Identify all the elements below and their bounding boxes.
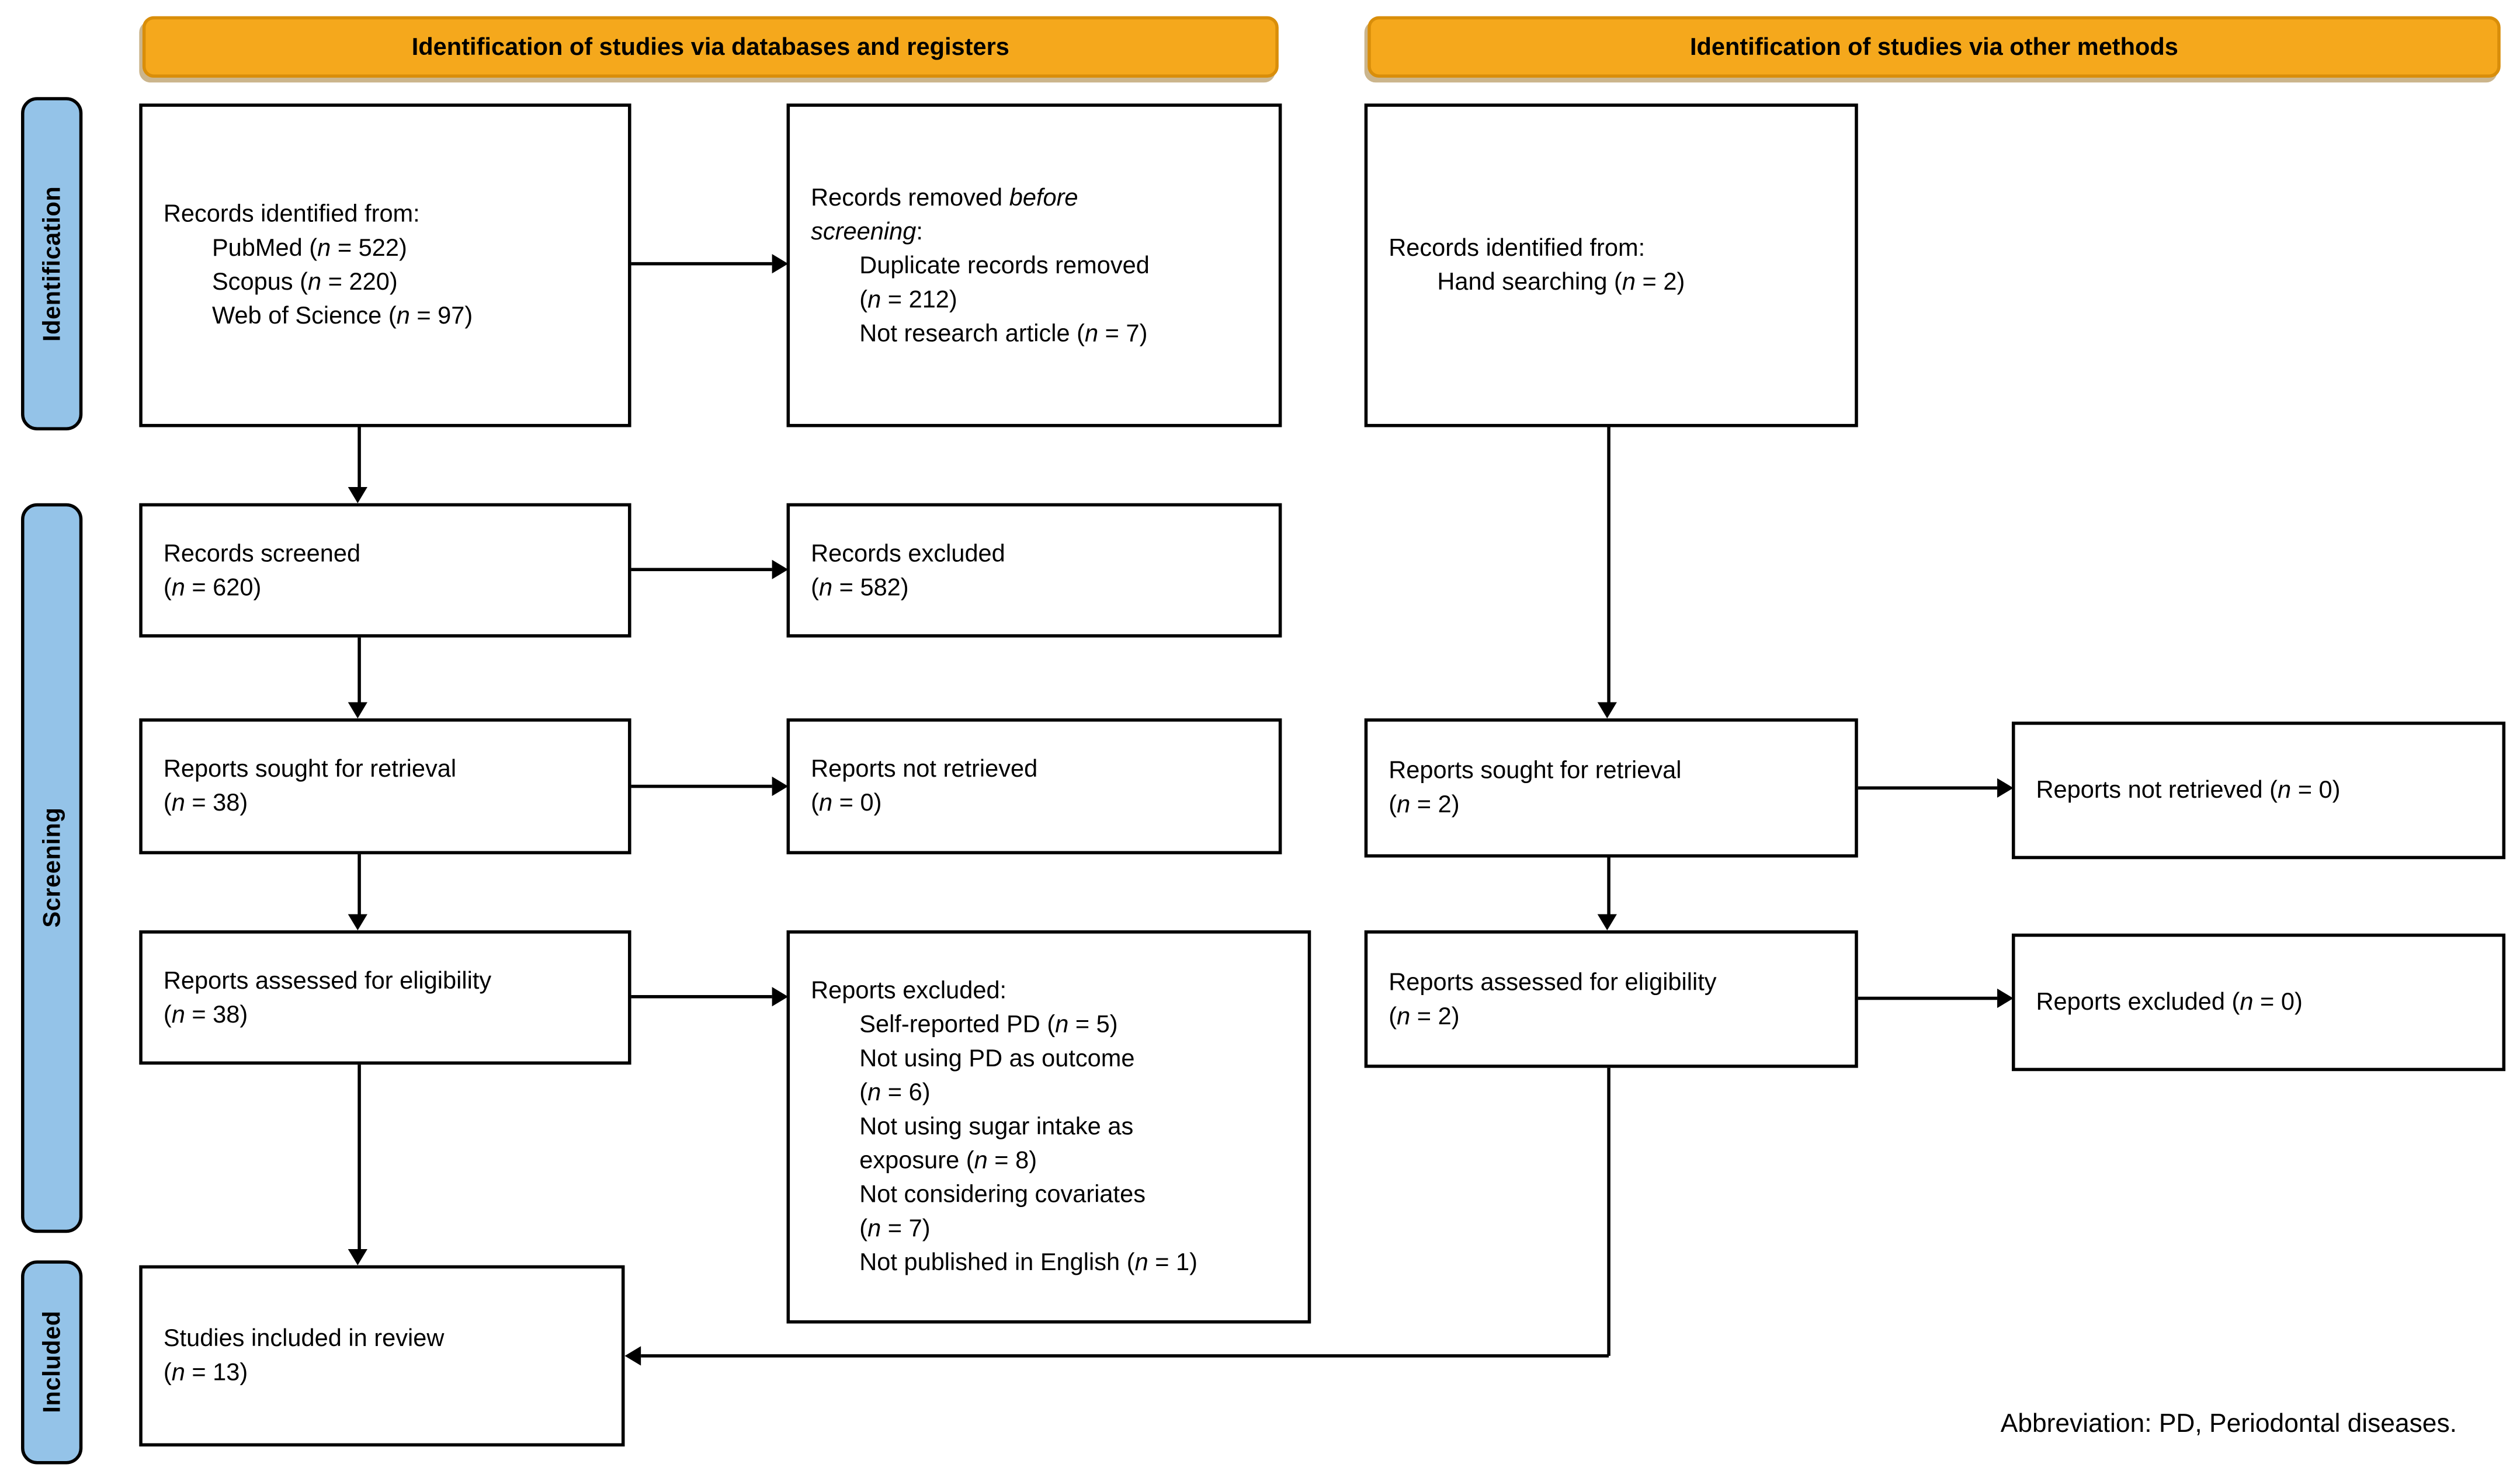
box-text-line: Records removed before [811, 183, 1078, 211]
box-reports-excluded-other: Reports excluded (n = 0) [2011, 933, 2506, 1072]
box-records-excluded: Records excluded (n = 582) [786, 503, 1282, 638]
box-reports-excluded-reasons: Reports excluded: Self-reported PD (n = 5… [786, 930, 1311, 1324]
box-records-removed-before-screening: Records removed before screening: Duplicat… [786, 103, 1282, 427]
box-text-line: Reports not retrieved (n = 0) [2036, 776, 2341, 805]
box-text-line: Not using PD as outcome [859, 1045, 1135, 1073]
arrowhead-down-icon [1597, 914, 1617, 931]
arrowhead-right-icon [772, 253, 789, 274]
arrowhead-down-icon [1597, 702, 1617, 719]
connector-other-assessed-to-excluded [1858, 996, 1998, 1000]
box-text-line: Records identified from: [1389, 234, 1646, 262]
box-text-line: (n = 6) [859, 1079, 931, 1107]
box-records-screened: Records screened (n = 620) [139, 503, 631, 638]
box-text-line: Reports assessed for eligibility [163, 966, 492, 994]
connector-screened-to-excluded [631, 568, 772, 572]
box-text-line: Records screened [163, 540, 361, 568]
box-text-line: screening: [811, 217, 923, 245]
box-text-line: Records identified from: [163, 200, 420, 228]
box-reports-assessed-databases: Reports assessed for eligibility (n = 38) [139, 930, 631, 1065]
box-text-line: (n = 620) [163, 573, 262, 601]
box-text-line: Scopus (n = 220) [211, 268, 398, 297]
stage-identification-label: Identification [38, 186, 66, 342]
box-studies-included: Studies included in review (n = 13) [139, 1265, 625, 1447]
banner-other-methods: Identification of studies via other meth… [1367, 16, 2501, 78]
arrowhead-right-icon [1997, 778, 2014, 798]
box-text-line: Not considering covariates [859, 1181, 1146, 1209]
arrowhead-down-icon [348, 702, 367, 719]
box-reports-not-retrieved-other: Reports not retrieved (n = 0) [2011, 721, 2506, 860]
box-text-line: Reports excluded: [811, 977, 1007, 1005]
box-text-line: Self-reported PD (n = 5) [859, 1011, 1118, 1039]
box-text-line: Reports excluded (n = 0) [2036, 988, 2303, 1016]
box-text-line: (n = 212) [859, 286, 957, 314]
box-text-line: Reports not retrieved [811, 755, 1038, 784]
box-text-line: Not published in English (n = 1) [859, 1249, 1198, 1277]
box-reports-sought-other: Reports sought for retrieval (n = 2) [1364, 718, 1858, 858]
connector-other-identified-to-sought [1607, 427, 1610, 704]
connector-other-assessed-down [1607, 1067, 1610, 1356]
box-reports-not-retrieved-databases: Reports not retrieved (n = 0) [786, 718, 1282, 854]
box-records-identified-databases: Records identified from: PubMed (n = 522)… [139, 103, 631, 427]
connector-assessed-to-excluded [631, 994, 772, 999]
box-text-line: (n = 0) [811, 790, 882, 818]
box-text-line: PubMed (n = 522) [211, 234, 407, 262]
connector-assessed-to-included [357, 1065, 361, 1251]
connector-other-to-included [641, 1354, 1609, 1358]
box-records-identified-other: Records identified from: Hand searching (… [1364, 103, 1858, 427]
box-text-line: exposure (n = 8) [859, 1147, 1037, 1175]
connector-identified-to-screened [357, 427, 361, 489]
connector-identified-to-removed [631, 262, 772, 266]
connector-other-sought-to-notretrieved [1858, 786, 1998, 790]
stage-identification: Identification [21, 97, 83, 431]
box-text-line: Records excluded [811, 540, 1005, 568]
banner-databases-registers: Identification of studies via databases … [142, 16, 1279, 78]
box-text-line: (n = 2) [1389, 1002, 1460, 1030]
box-text-line: Studies included in review [163, 1325, 445, 1353]
box-text-line: (n = 7) [859, 1215, 931, 1243]
arrowhead-right-icon [772, 987, 789, 1007]
arrowhead-down-icon [348, 1249, 367, 1265]
arrowhead-right-icon [772, 776, 789, 797]
arrowhead-down-icon [348, 914, 367, 931]
box-reports-sought-databases: Reports sought for retrieval (n = 38) [139, 718, 631, 854]
box-text-line: (n = 38) [163, 1000, 248, 1028]
arrowhead-down-icon [348, 486, 367, 503]
box-text-line: Hand searching (n = 2) [1437, 268, 1685, 297]
arrowhead-right-icon [772, 559, 789, 579]
connector-other-sought-to-assessed [1607, 857, 1610, 916]
box-text-line: (n = 2) [1389, 791, 1460, 819]
box-text-line: Reports assessed for eligibility [1389, 968, 1717, 996]
box-text-line: Reports sought for retrieval [1389, 757, 1682, 785]
box-text-line: (n = 13) [163, 1359, 248, 1387]
stage-included: Included [21, 1260, 83, 1465]
arrowhead-right-icon [1997, 988, 2014, 1009]
box-text-line: (n = 38) [163, 790, 248, 818]
box-text-line: Reports sought for retrieval [163, 755, 457, 784]
stage-included-label: Included [38, 1311, 66, 1414]
stage-screening-label: Screening [38, 808, 66, 928]
box-text-line: Web of Science (n = 97) [211, 302, 473, 331]
box-text-line: (n = 582) [811, 573, 909, 601]
stage-screening: Screening [21, 503, 83, 1233]
box-reports-assessed-other: Reports assessed for eligibility (n = 2) [1364, 930, 1858, 1068]
box-text-line: Duplicate records removed [859, 251, 1150, 279]
box-text-line: Not research article (n = 7) [859, 319, 1148, 347]
abbreviation-footnote: Abbreviation: PD, Periodontal diseases. [2000, 1411, 2457, 1439]
box-text-line: Not using sugar intake as [859, 1113, 1134, 1141]
arrowhead-left-icon [624, 1346, 641, 1366]
connector-sought-to-assessed [357, 854, 361, 916]
connector-sought-to-notretrieved [631, 784, 772, 788]
connector-screened-to-sought [357, 637, 361, 704]
